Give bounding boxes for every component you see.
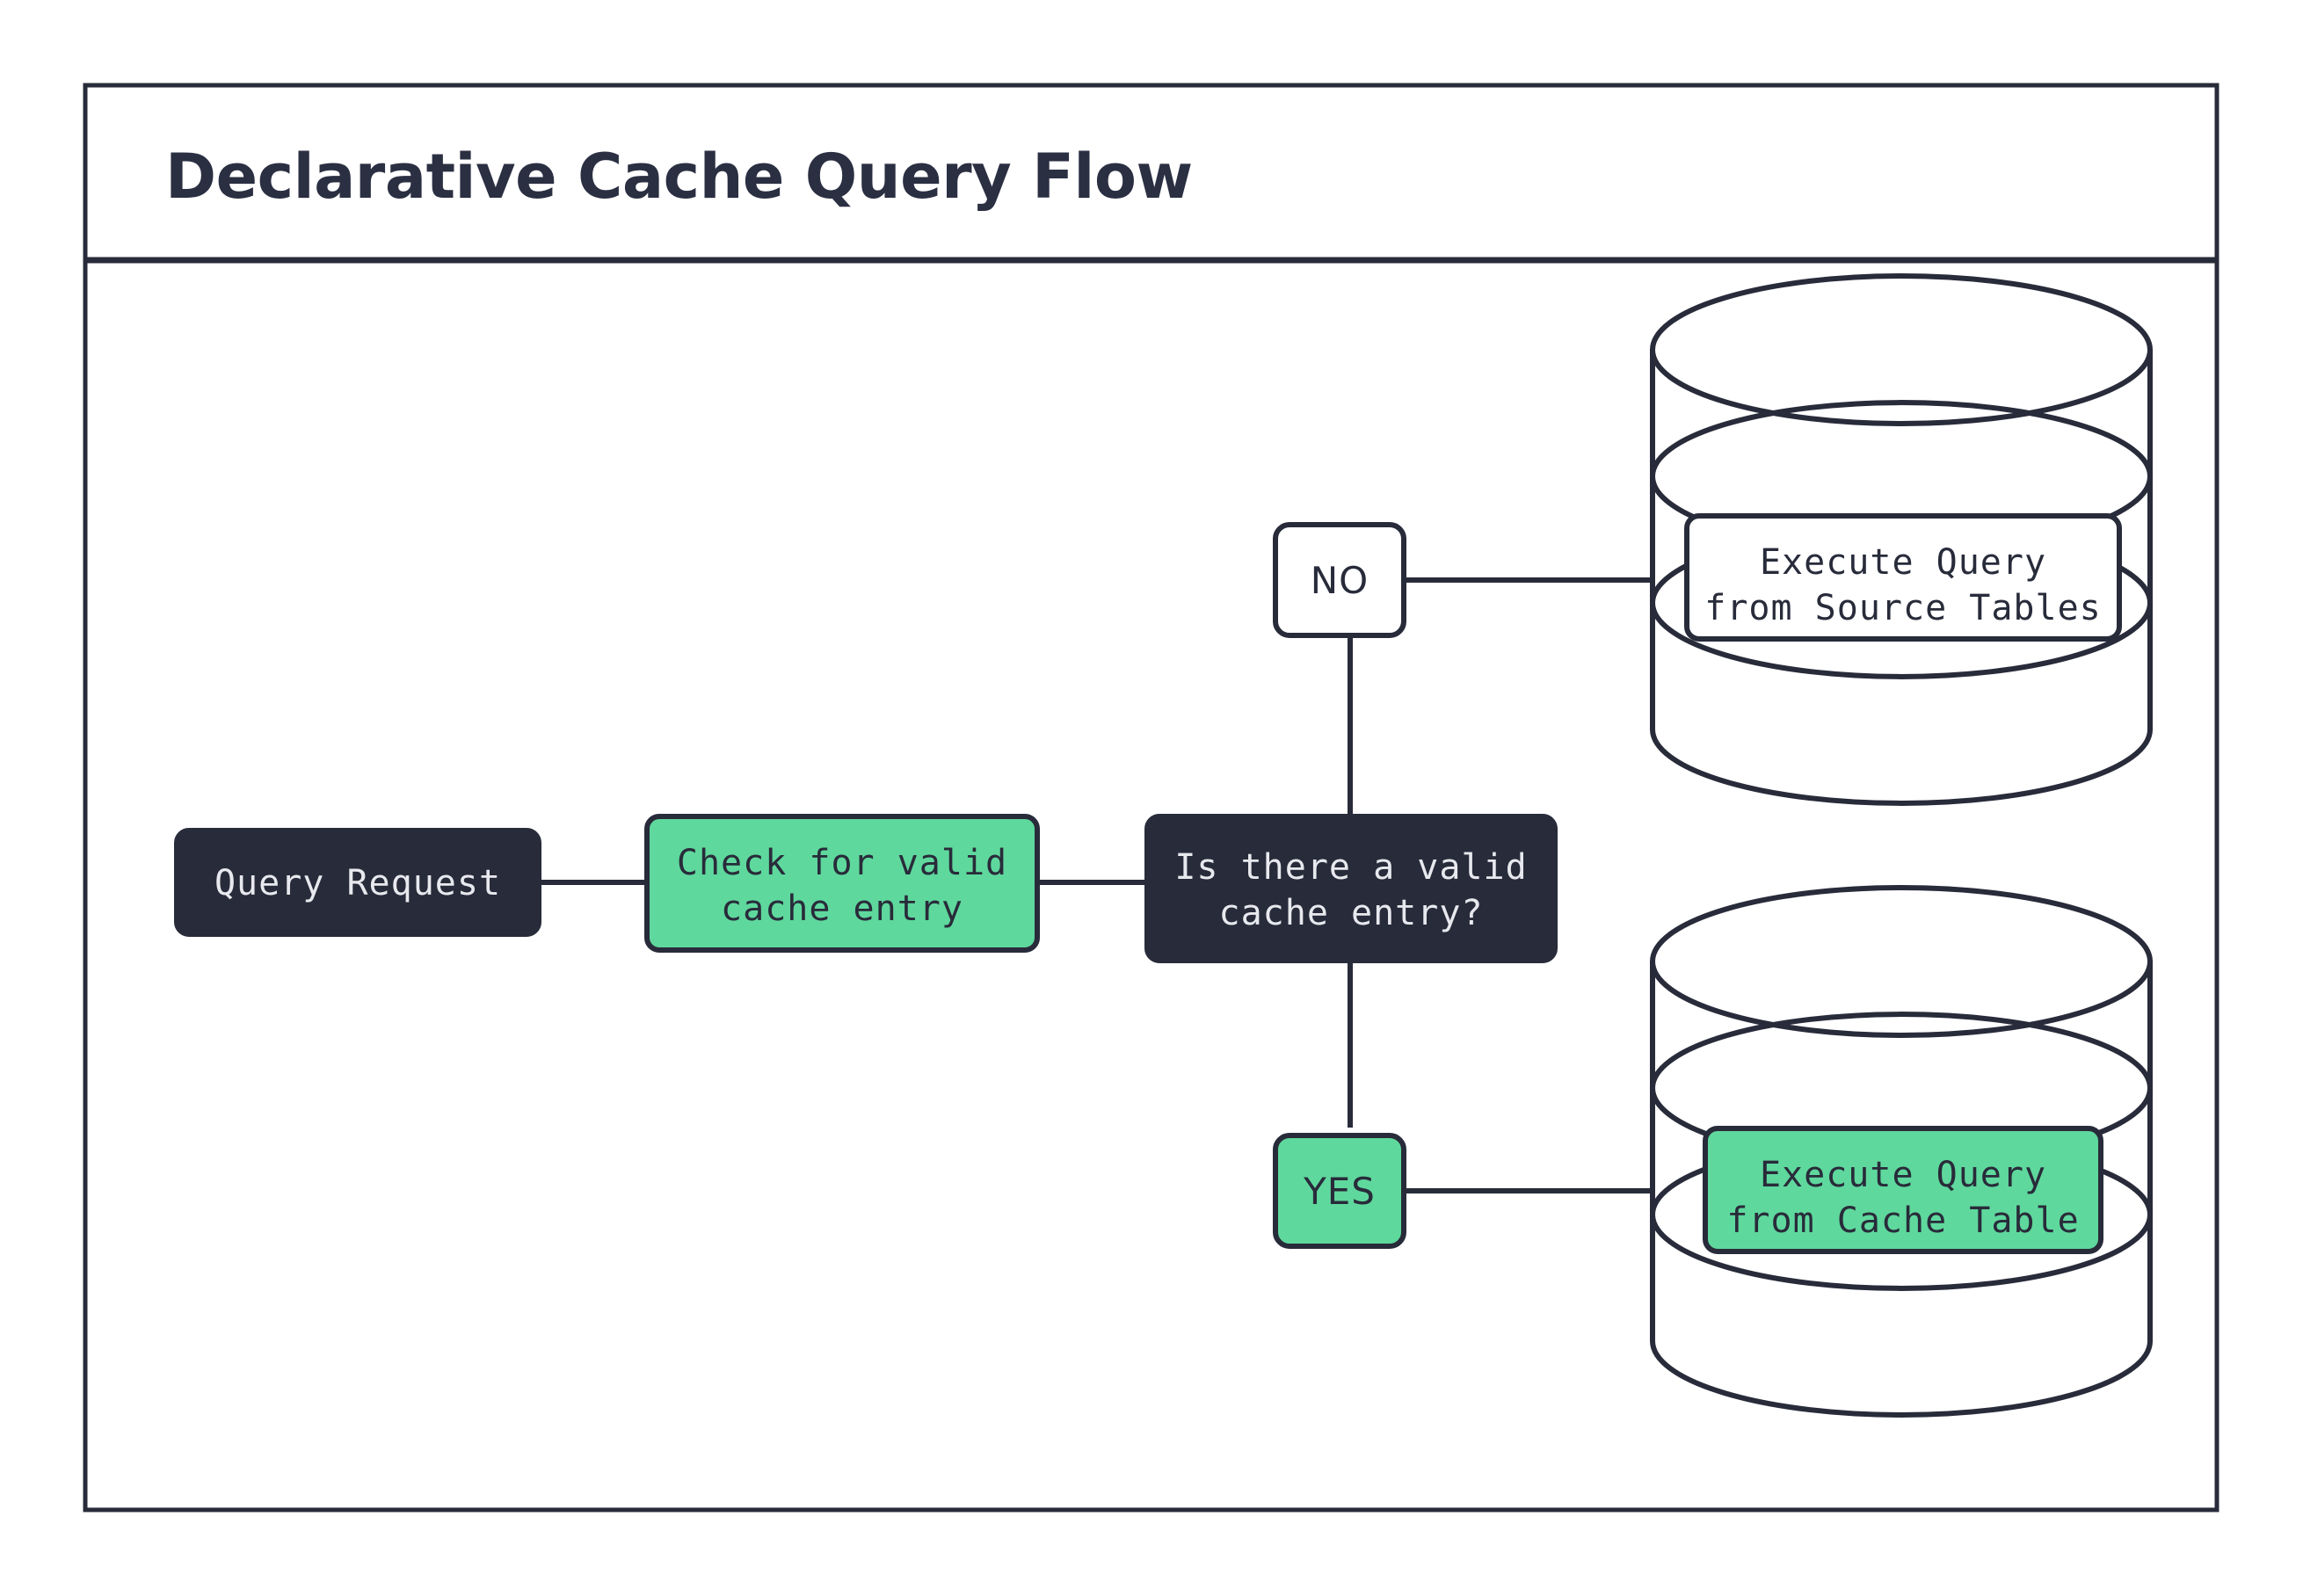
node-execute-query-source-tables-line1: Execute Query	[1760, 542, 2046, 583]
node-decision-box[interactable]	[1144, 814, 1558, 963]
node-decision-line1: Is there a valid	[1174, 847, 1527, 888]
node-decision-line2: cache entry?	[1219, 893, 1484, 933]
node-query-request[interactable]: Query Request	[174, 828, 541, 937]
node-execute-query-cache-table-line1: Execute Query	[1760, 1155, 2046, 1195]
branch-badge-no[interactable]: NO	[1273, 522, 1406, 638]
node-query-request-label: Query Request	[214, 863, 501, 903]
node-decision-valid-cache-entry[interactable]: Is there a valid cache entry?	[1144, 814, 1558, 963]
branch-badge-no-label: NO	[1311, 559, 1369, 602]
node-check-cache-entry[interactable]: Check for valid cache entry	[644, 814, 1040, 953]
node-execute-query-source-tables[interactable]: Execute Query from Source Tables	[1684, 513, 2122, 642]
node-check-cache-entry-line2: cache entry	[721, 889, 963, 929]
branch-badge-yes-label: YES	[1303, 1170, 1376, 1213]
branch-badge-yes-box[interactable]	[1273, 1133, 1406, 1249]
branch-badge-no-box[interactable]	[1273, 522, 1406, 638]
diagram-frame	[83, 83, 2219, 1513]
page-title: Declarative Cache Query Flow	[165, 141, 1193, 213]
node-check-cache-entry-line1: Check for valid	[677, 843, 1007, 883]
branch-badge-yes[interactable]: YES	[1273, 1133, 1406, 1249]
node-check-cache-entry-box[interactable]	[644, 814, 1040, 953]
node-execute-query-cache-table-line2: from Cache Table	[1726, 1201, 2079, 1241]
node-execute-query-cache-table[interactable]: Execute Query from Cache Table	[1703, 1126, 2103, 1254]
node-query-request-box[interactable]	[174, 828, 541, 937]
node-execute-query-source-tables-line2: from Source Tables	[1704, 588, 2101, 628]
node-execute-query-cache-table-box[interactable]	[1703, 1126, 2103, 1254]
node-execute-query-source-tables-box[interactable]	[1684, 513, 2122, 642]
